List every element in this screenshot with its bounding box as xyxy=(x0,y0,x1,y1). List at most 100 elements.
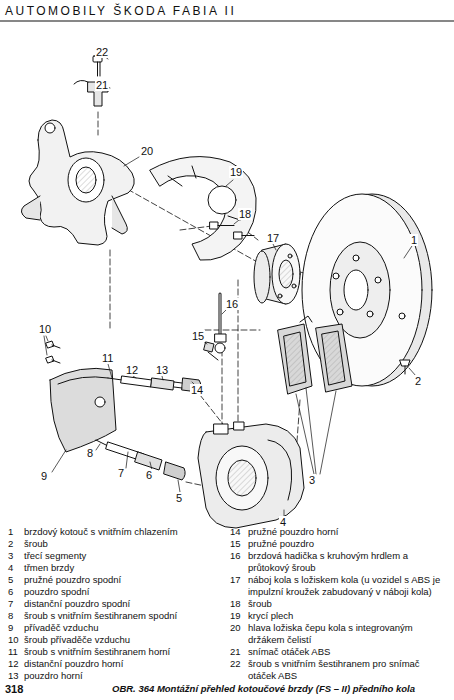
drawing-stroke xyxy=(76,167,96,193)
drawing-stroke xyxy=(151,378,174,390)
parts-list-text: brzdový kotouč s vnitřním chlazením xyxy=(24,526,178,538)
drawing-stroke xyxy=(52,345,60,348)
drawing-stroke xyxy=(44,336,47,355)
parts-list-text: třecí segmenty xyxy=(24,550,86,562)
drawing-stroke xyxy=(316,324,352,392)
drawing-stroke xyxy=(222,310,226,314)
callout-number: 17 xyxy=(266,232,280,244)
drawing-stroke xyxy=(46,336,48,341)
drawing-stroke xyxy=(234,232,242,239)
drawing-stroke xyxy=(74,80,88,84)
parts-list-number: 12 xyxy=(8,658,19,670)
page-number: 318 xyxy=(5,683,23,695)
parts-list-number: 11 xyxy=(8,646,18,658)
parts-list-text: distanční pouzdro horní xyxy=(24,658,123,670)
drawing-stroke xyxy=(218,225,234,226)
drawing-stroke xyxy=(95,397,105,407)
drawing-stroke xyxy=(292,284,296,288)
parts-list-number: 3 xyxy=(8,550,13,562)
drawing-stroke xyxy=(234,220,239,224)
parts-list-number: 2 xyxy=(8,538,13,550)
callout-number: 3 xyxy=(308,474,316,486)
drawing-stroke xyxy=(52,360,60,363)
callout-number: 7 xyxy=(117,467,125,479)
drawing-stroke xyxy=(52,450,66,472)
leader-lines xyxy=(44,56,416,516)
drawing-stroke xyxy=(21,196,40,220)
drawing-stroke xyxy=(162,376,163,380)
drawing-stroke xyxy=(126,452,128,468)
drawing-stroke xyxy=(205,330,260,331)
parts-list-text: šroub s vnitřním šestihranem pro snímač … xyxy=(248,658,448,682)
drawing-stroke xyxy=(405,366,406,374)
drawing-stroke xyxy=(124,157,139,166)
drawing-stroke xyxy=(337,309,343,315)
brake-caliper xyxy=(198,422,304,528)
drawing-stroke xyxy=(208,352,218,360)
parts-list-text: pouzdro spodní xyxy=(24,586,90,598)
drawing-stroke xyxy=(204,342,214,352)
parts-list-text: náboj kola s ložiskem kola (u vozidel s … xyxy=(248,574,448,598)
drawing-stroke xyxy=(58,377,108,384)
drawing-stroke xyxy=(200,395,226,428)
upper-guide-parts xyxy=(108,376,201,392)
drawing-stroke xyxy=(135,452,162,470)
drawing-stroke xyxy=(208,186,236,214)
brake-pads xyxy=(278,316,352,394)
drawing-stroke xyxy=(322,331,345,385)
drawing-stroke xyxy=(219,294,222,334)
drawing-stroke xyxy=(375,277,381,283)
callout-number: 20 xyxy=(140,145,154,157)
drawing-stroke xyxy=(98,112,99,135)
parts-list-number: 18 xyxy=(230,598,241,610)
drawing-stroke xyxy=(222,350,223,425)
cover-plate xyxy=(150,157,256,261)
parts-list-number: 14 xyxy=(230,526,241,538)
parts-list-text: hlava ložiska čepu kola s integrovaným d… xyxy=(248,622,448,646)
drawing-stroke xyxy=(210,222,218,229)
drawing-stroke xyxy=(284,332,306,386)
drawing-stroke xyxy=(333,273,339,279)
parts-list-text: snímač otáček ABS xyxy=(248,646,448,658)
callout-number: 19 xyxy=(229,166,243,178)
drawing-stroke xyxy=(278,324,312,394)
drawing-stroke xyxy=(215,343,225,353)
drawing-stroke xyxy=(150,157,256,261)
drawing-stroke xyxy=(367,311,373,317)
drawing-stroke xyxy=(198,424,304,528)
drawing-stroke xyxy=(121,376,152,387)
callout-number: 13 xyxy=(155,364,169,376)
parts-list-text: pouzdro horní xyxy=(24,670,83,682)
parts-list-text: šroub s vnitřním šestihranem spodní xyxy=(24,610,177,622)
drawing-stroke xyxy=(68,158,104,202)
callout-number: 9 xyxy=(40,470,48,482)
drawing-stroke xyxy=(330,242,390,338)
parts-list-text: přívaděč vzduchu xyxy=(24,622,98,634)
elastic-bushing xyxy=(204,342,218,360)
callout-number: 12 xyxy=(125,364,139,376)
drawing-stroke xyxy=(300,316,312,322)
drawing-stroke xyxy=(50,368,116,452)
parts-list-number: 5 xyxy=(8,574,13,586)
drawing-stroke xyxy=(288,254,292,258)
drawing-stroke xyxy=(100,62,101,76)
callout-number: 5 xyxy=(175,492,183,504)
drawing-stroke xyxy=(108,364,112,378)
parts-list-number: 21 xyxy=(230,646,241,658)
drawing-stroke xyxy=(96,440,108,446)
drawing-stroke xyxy=(400,360,410,366)
parts-list-number: 15 xyxy=(230,538,241,550)
disc-screw xyxy=(400,360,410,374)
parts-list-number: 8 xyxy=(8,610,13,622)
callout-number: 8 xyxy=(86,447,94,459)
drawing-stroke xyxy=(46,356,54,363)
drawing-stroke xyxy=(228,460,256,496)
drawing-stroke xyxy=(108,378,122,380)
air-guide xyxy=(50,368,116,452)
drawing-stroke xyxy=(96,444,100,450)
parts-list-number: 13 xyxy=(8,670,19,682)
drawing-stroke xyxy=(220,294,221,334)
parts-list-text: brzdová hadička s kruhovým hrdlem a průt… xyxy=(248,550,448,574)
drawing-stroke xyxy=(180,226,212,230)
